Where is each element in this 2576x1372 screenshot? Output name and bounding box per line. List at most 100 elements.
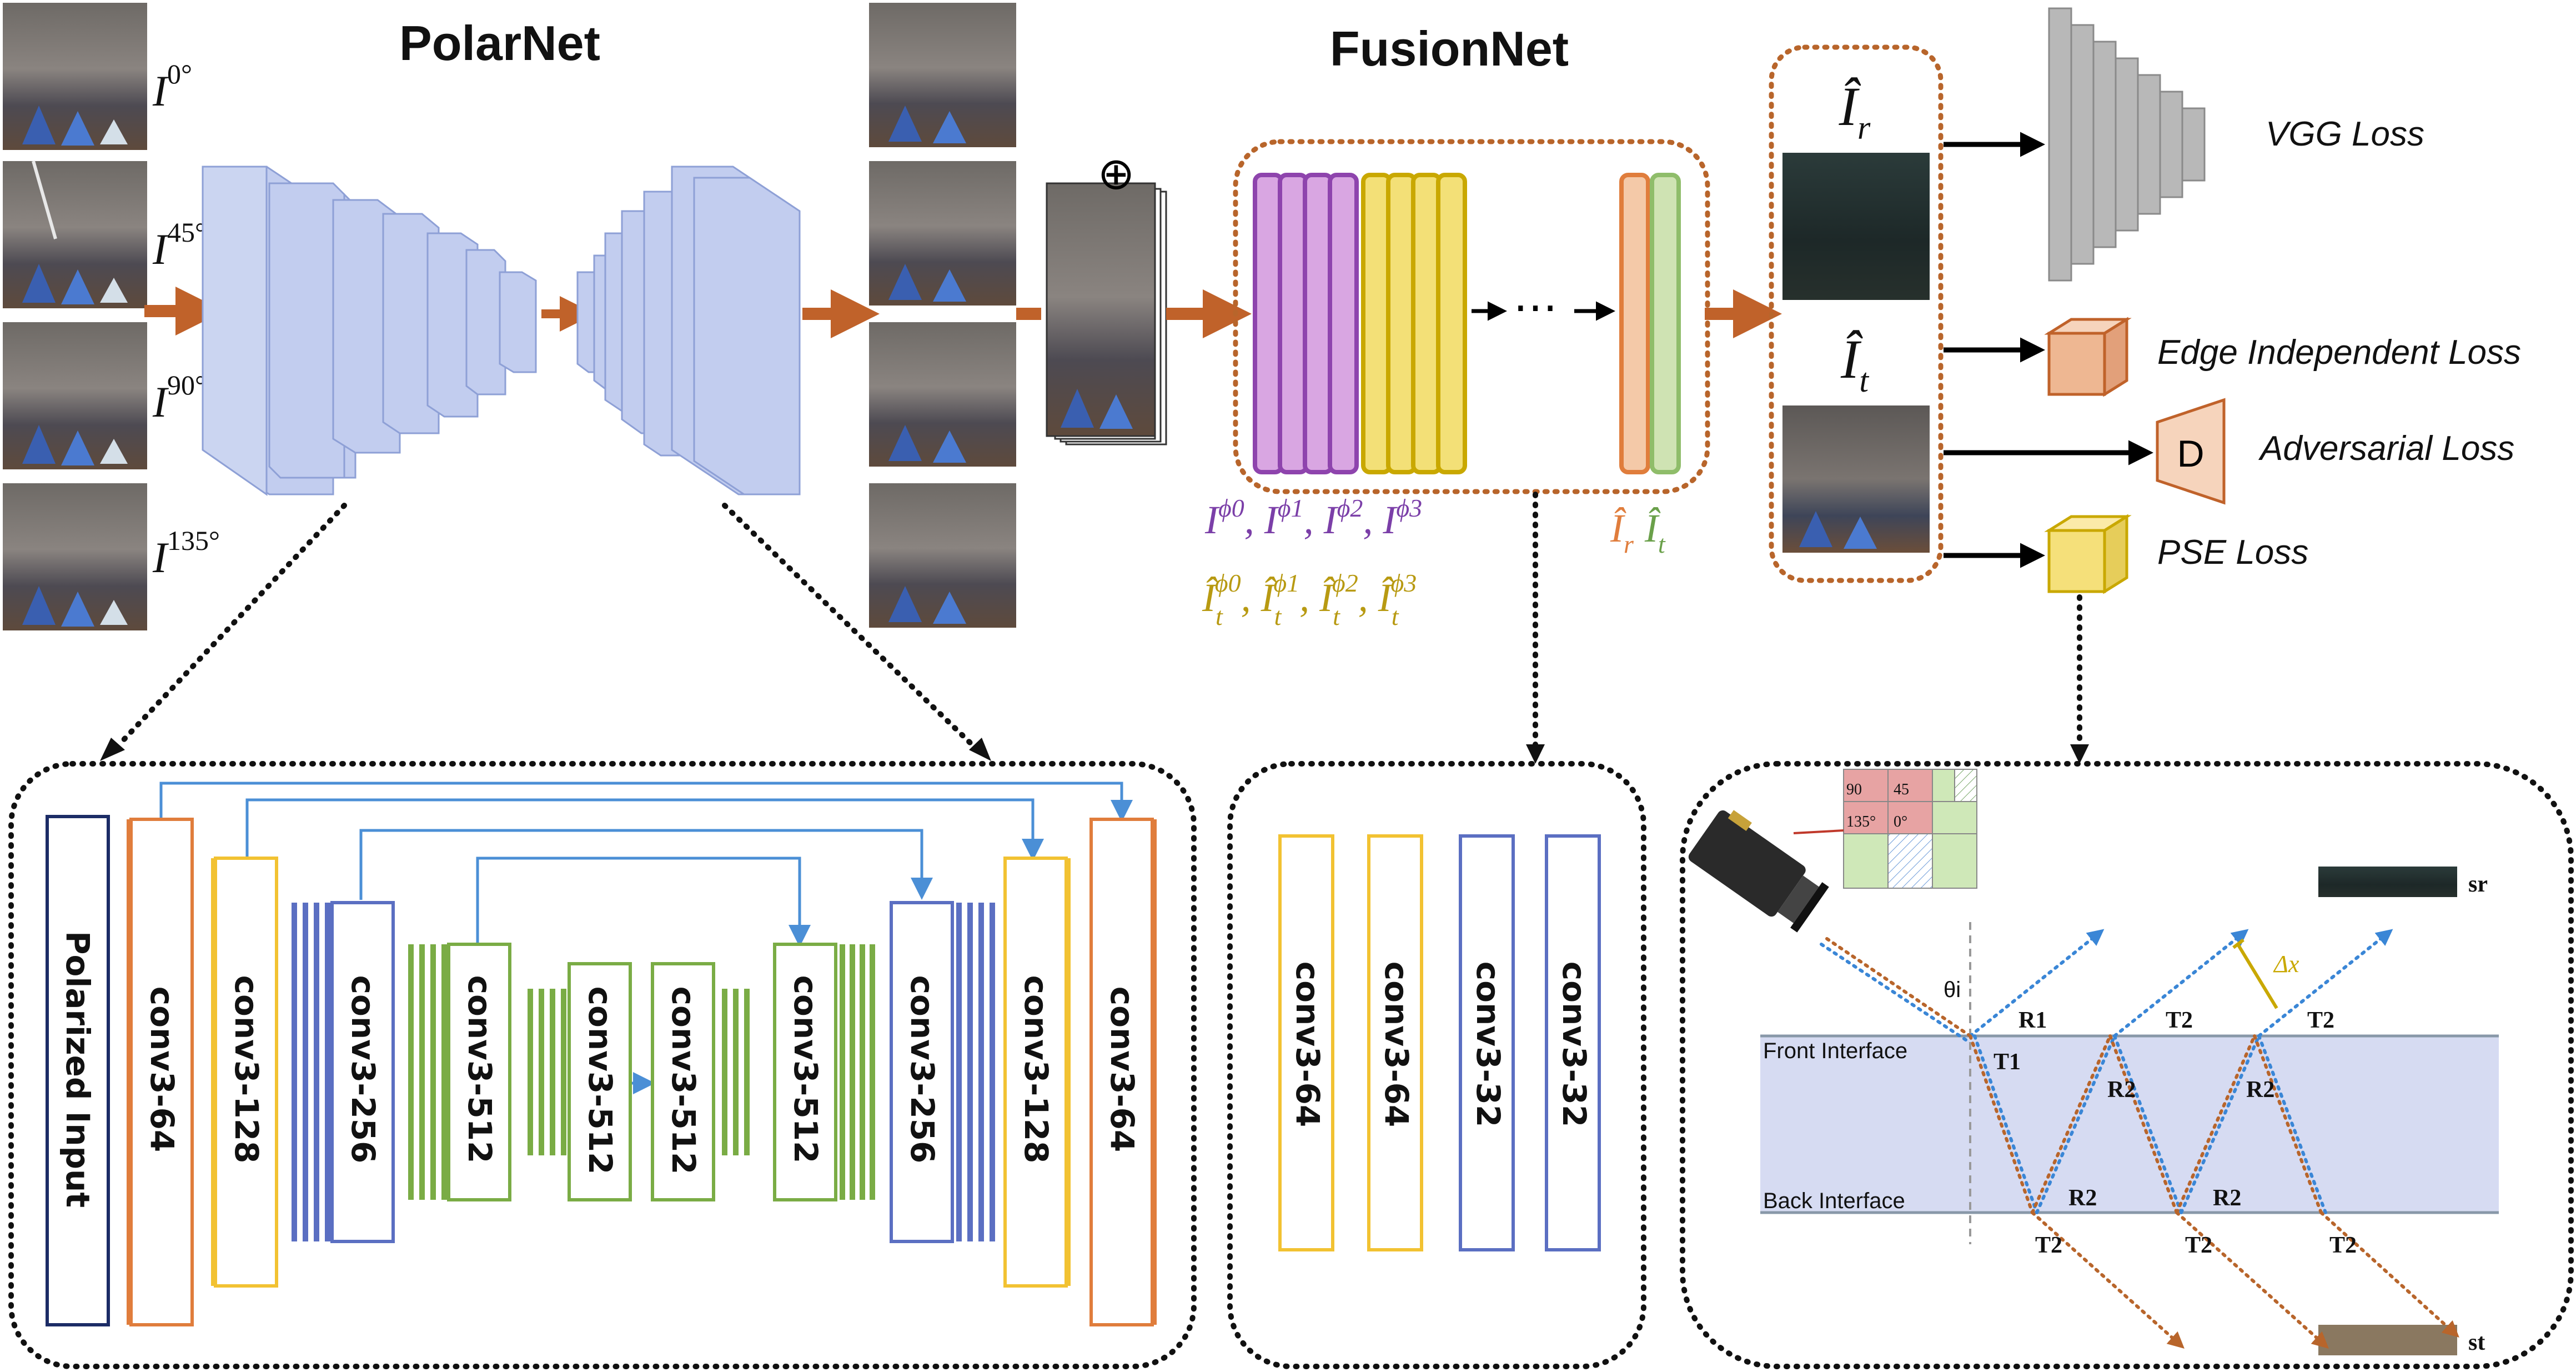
conv-256-left — [330, 901, 395, 1243]
fusion-out-t — [1650, 173, 1681, 474]
output-photo-2 — [869, 161, 1016, 306]
concat-stack — [1046, 182, 1167, 445]
conv-64-left — [129, 818, 194, 1326]
fusion-layer-label: conv3-32 — [1469, 962, 1507, 1127]
layer-label: conv3-256 — [344, 975, 382, 1164]
fusion-conv-32-b — [1545, 834, 1601, 1251]
output-label-t: Ît — [1840, 328, 1869, 399]
polarnet-layer-labels: Polarized Input conv3-64 conv3-128 conv3… — [59, 931, 1141, 1208]
ray-labels: R1 T1 T2 T2 R2 R2 R2 R2 T2 T2 T2 — [1993, 1008, 2357, 1258]
input-photo-90 — [3, 322, 147, 469]
input-label-45: I45° — [152, 217, 206, 273]
vgg-network — [2048, 7, 2206, 282]
conv-512-b — [568, 962, 632, 1201]
fusion-label-line2: Îtϕ0, Îtϕ1, Îtϕ2, Îtϕ3 — [1202, 569, 1417, 630]
theta-label: θi — [1944, 978, 1961, 1002]
delta-x-label: Δx — [2273, 950, 2299, 978]
svg-text:T1: T1 — [1993, 1049, 2021, 1075]
fusion-layer-label: conv3-32 — [1555, 962, 1593, 1127]
output-photo-1 — [869, 3, 1016, 147]
polarnet-title: PolarNet — [399, 16, 600, 71]
svg-text:R1: R1 — [2018, 1008, 2047, 1033]
conv-512-c — [651, 962, 715, 1201]
delta-x-marker — [2236, 943, 2278, 1009]
svg-text:T2: T2 — [2035, 1233, 2062, 1258]
fusionnet-detail-box — [1227, 761, 1646, 1369]
back-interface-label: Back Interface — [1763, 1189, 1905, 1213]
layer-label: conv3-64 — [143, 987, 181, 1152]
layer-label: conv3-256 — [903, 975, 941, 1164]
svg-text:R2: R2 — [2246, 1077, 2274, 1103]
discriminator-label: D — [2177, 433, 2204, 475]
camera-icon — [1688, 810, 1829, 933]
layer-label: conv3-128 — [228, 975, 265, 1164]
fusion-layer-label: conv3-64 — [1289, 962, 1327, 1127]
zoom-arrowheads — [100, 738, 2089, 764]
svg-text:R2: R2 — [2068, 1185, 2097, 1211]
input-label-90: I90° — [152, 369, 206, 426]
svg-text:T2: T2 — [2166, 1008, 2193, 1033]
concat-symbol: ⊕ — [1097, 148, 1134, 199]
output-photo-3 — [869, 322, 1016, 467]
st-strip — [2318, 1325, 2457, 1355]
layer-label: Polarized Input — [59, 931, 97, 1208]
output-photo-4 — [869, 483, 1016, 628]
input-photo-135 — [3, 483, 147, 630]
input-label-0: I0° — [152, 58, 192, 115]
outputs-box — [1769, 44, 1944, 583]
input-images — [3, 3, 147, 630]
pse-cube-icon — [2044, 514, 2132, 594]
svg-text:45: 45 — [1894, 781, 1909, 798]
st-label: st — [2468, 1330, 2485, 1355]
sensor-grid: 90 45 135° 0° — [1843, 769, 1977, 889]
pse-loss-label: PSE Loss — [2157, 533, 2308, 572]
sr-label: sr — [2468, 872, 2488, 897]
sr-strip — [2318, 867, 2457, 897]
svg-text:R2: R2 — [2213, 1185, 2241, 1211]
edge-cube-icon — [2044, 317, 2132, 397]
glass-slab — [1760, 1036, 2499, 1213]
input-photo-45 — [3, 161, 147, 308]
conv-256-right — [890, 901, 954, 1243]
layer-label: conv3-512 — [787, 975, 825, 1164]
svg-text:T2: T2 — [2307, 1008, 2334, 1033]
front-interface-label: Front Interface — [1763, 1039, 1907, 1063]
reflection-photo — [1782, 153, 1930, 300]
layer-label: conv3-128 — [1017, 975, 1055, 1164]
polarnet-decoder — [576, 166, 801, 495]
svg-text:T2: T2 — [2185, 1233, 2212, 1258]
layer-label: conv3-512 — [461, 975, 499, 1164]
output-label-r: Îr — [1839, 76, 1871, 146]
svg-text:R2: R2 — [2107, 1077, 2136, 1103]
fusion-layer-label: conv3-64 — [1378, 962, 1415, 1127]
vgg-loss-label: VGG Loss — [2266, 115, 2424, 153]
layer-label: conv3-512 — [665, 987, 702, 1175]
conv-512-d — [773, 943, 837, 1201]
fusionnet-title: FusionNet — [1330, 21, 1569, 76]
conv-512-a — [447, 943, 511, 1201]
fusion-layer-labels: conv3-64 conv3-64 conv3-32 conv3-32 — [1289, 962, 1593, 1127]
polarized-input-block — [46, 815, 110, 1326]
polarnet-encoder — [202, 166, 537, 496]
conv-64-right — [1089, 818, 1154, 1326]
edge-loss-label: Edge Independent Loss — [2157, 333, 2521, 372]
fusion-ellipsis: ⋯ — [1513, 281, 1558, 333]
fusion-conv-32-a — [1459, 834, 1515, 1251]
input-label-135: I135° — [152, 525, 220, 582]
discriminator-icon — [2156, 398, 2226, 505]
fusion-purple-layers — [1253, 173, 1359, 474]
physics-detail-box — [1680, 761, 2574, 1369]
fusion-label-line1: Iϕ0, Iϕ1, Iϕ2, Iϕ3 — [1204, 494, 1422, 542]
layer-label: conv3-64 — [1103, 987, 1141, 1152]
fusion-conv-64-b — [1367, 834, 1423, 1251]
svg-text:0°: 0° — [1894, 813, 1907, 830]
light-rays — [1820, 929, 2459, 1349]
fusion-gold-layers — [1361, 173, 1467, 474]
svg-text:T2: T2 — [2329, 1233, 2357, 1258]
svg-text:135°: 135° — [1846, 813, 1876, 830]
polarnet-output-images — [869, 3, 1016, 628]
conv-128-left — [214, 857, 278, 1288]
svg-text:90: 90 — [1846, 781, 1862, 798]
